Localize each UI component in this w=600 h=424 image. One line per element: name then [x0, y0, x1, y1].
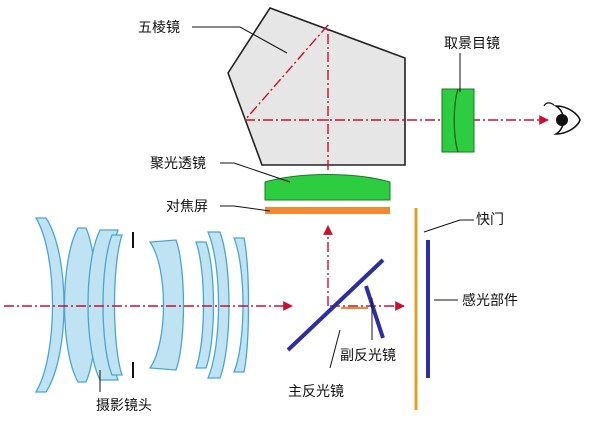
- label-camera-lens: 摄影镜头: [96, 398, 152, 414]
- ray-segment: [244, 24, 329, 121]
- focusing-screen: [265, 207, 390, 214]
- label-focus-screen: 对焦屏: [166, 199, 208, 215]
- label-sub-mirror: 副反光镜: [340, 348, 396, 364]
- label-main-mirror: 主反光镜: [288, 384, 344, 400]
- eye-icon: [543, 102, 581, 135]
- label-eyepiece: 取景目镜: [444, 36, 500, 52]
- camera-lens: [34, 217, 250, 393]
- pentaprism: [227, 7, 406, 166]
- label-condenser: 聚光透镜: [150, 156, 206, 172]
- label-sensor: 感光部件: [462, 292, 518, 309]
- label-shutter: 快门: [476, 212, 504, 228]
- sub-mirror: [364, 285, 385, 339]
- eyepiece-lens: [441, 88, 475, 153]
- condenser-lens: [264, 174, 391, 201]
- main-reflex-mirror: [286, 258, 385, 352]
- label-pentaprism: 五棱镜: [138, 20, 180, 36]
